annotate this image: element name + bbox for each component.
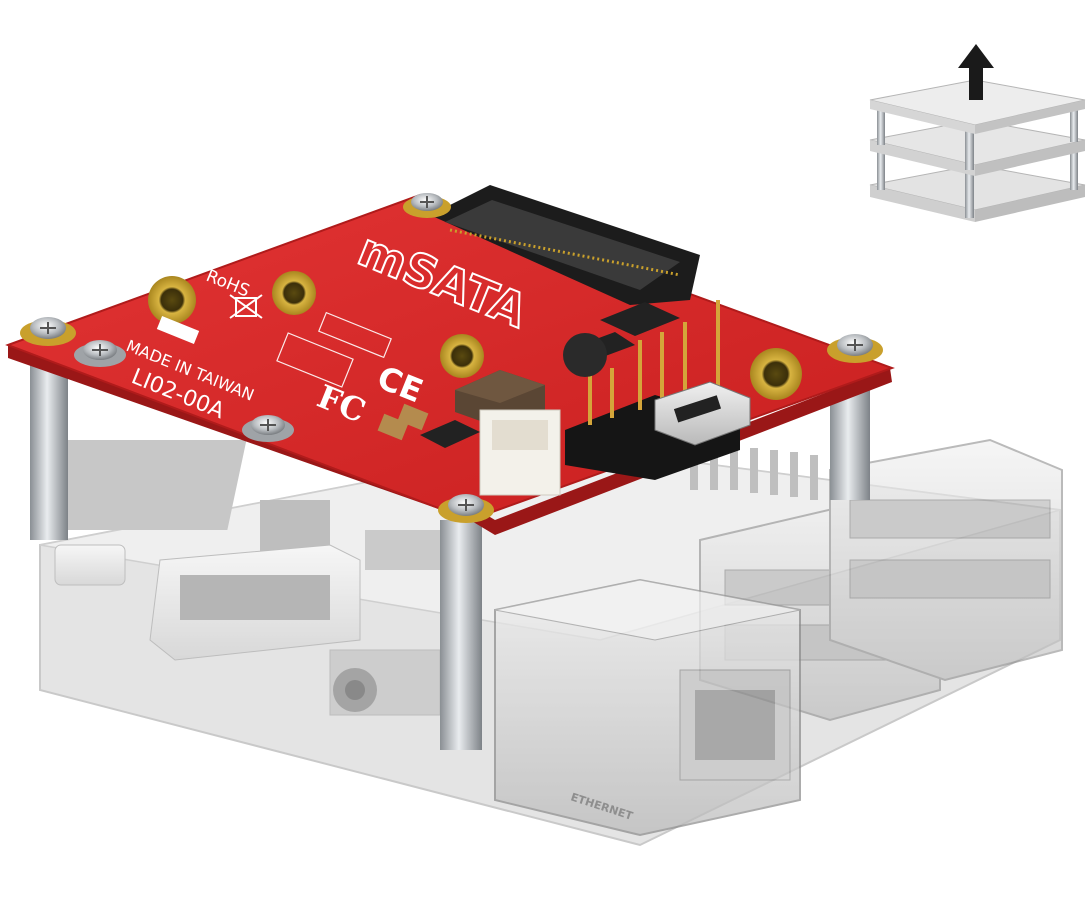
msata-adapter-board: mSATA RoHS MADE IN TAIWAN LI02-00A CE FC xyxy=(5,185,895,535)
screws xyxy=(20,193,883,523)
mount-pad xyxy=(750,348,802,400)
standoffs xyxy=(30,360,870,750)
arrow-up-icon xyxy=(958,44,994,100)
label-pad xyxy=(156,316,200,344)
standoff-front-left xyxy=(30,360,68,540)
screw xyxy=(438,494,494,523)
screw xyxy=(827,334,883,363)
standoff-front-center xyxy=(440,520,482,750)
mount-pad xyxy=(272,271,316,315)
micro-usb-connector xyxy=(654,381,751,446)
msata-slot xyxy=(430,185,700,305)
power-connector xyxy=(479,409,561,496)
stacked-boards-icon xyxy=(869,44,1086,222)
weee-icon xyxy=(229,294,263,319)
ethernet-port: ETHERNET xyxy=(494,578,801,837)
screw xyxy=(403,193,451,218)
screw xyxy=(20,317,76,346)
screw xyxy=(242,415,294,442)
mount-pad xyxy=(440,334,484,378)
screw xyxy=(74,340,126,367)
mount-pad xyxy=(148,276,196,324)
smd-chip xyxy=(377,302,680,448)
